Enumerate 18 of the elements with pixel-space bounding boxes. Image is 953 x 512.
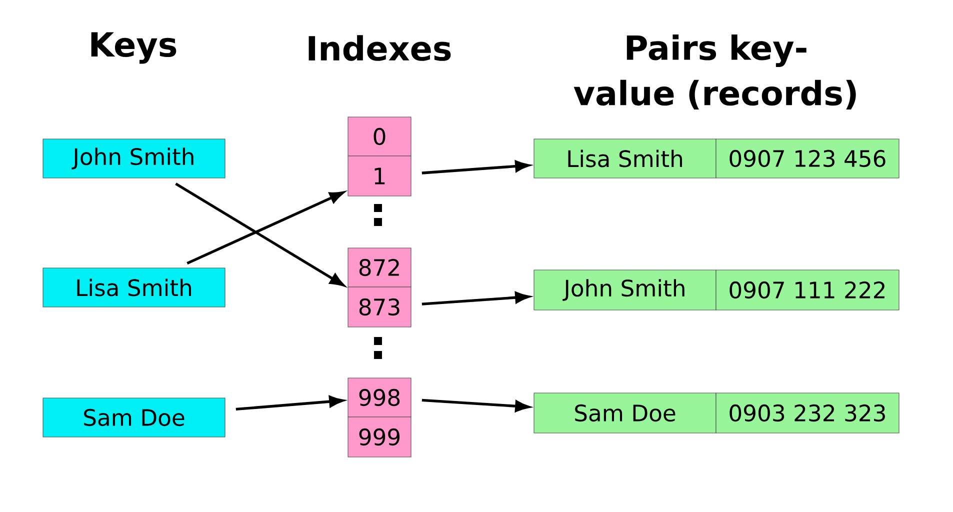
- index-cell: 0: [348, 116, 412, 156]
- index-cell: 872: [348, 248, 412, 288]
- index-cell: 999: [348, 416, 412, 458]
- index-cell: 998: [348, 378, 412, 418]
- record-cell: John Smith: [534, 270, 716, 310]
- record-cell: Sam Doe: [534, 392, 716, 434]
- key-box: Sam Doe: [42, 398, 226, 438]
- key-box: John Smith: [42, 138, 226, 178]
- index-cell: 1: [348, 156, 412, 196]
- column-heading: Pairs key-value (records): [574, 34, 856, 110]
- key-box: Lisa Smith: [42, 268, 226, 308]
- record-cell: 0907 123 456: [716, 138, 900, 178]
- record-cell: 0907 111 222: [716, 270, 900, 310]
- column-heading: Indexes: [308, 35, 451, 61]
- column-heading: Keys: [91, 32, 176, 64]
- record-cell: 0903 232 323: [716, 392, 900, 434]
- index-cell: 873: [348, 286, 412, 328]
- record-cell: Lisa Smith: [534, 138, 716, 178]
